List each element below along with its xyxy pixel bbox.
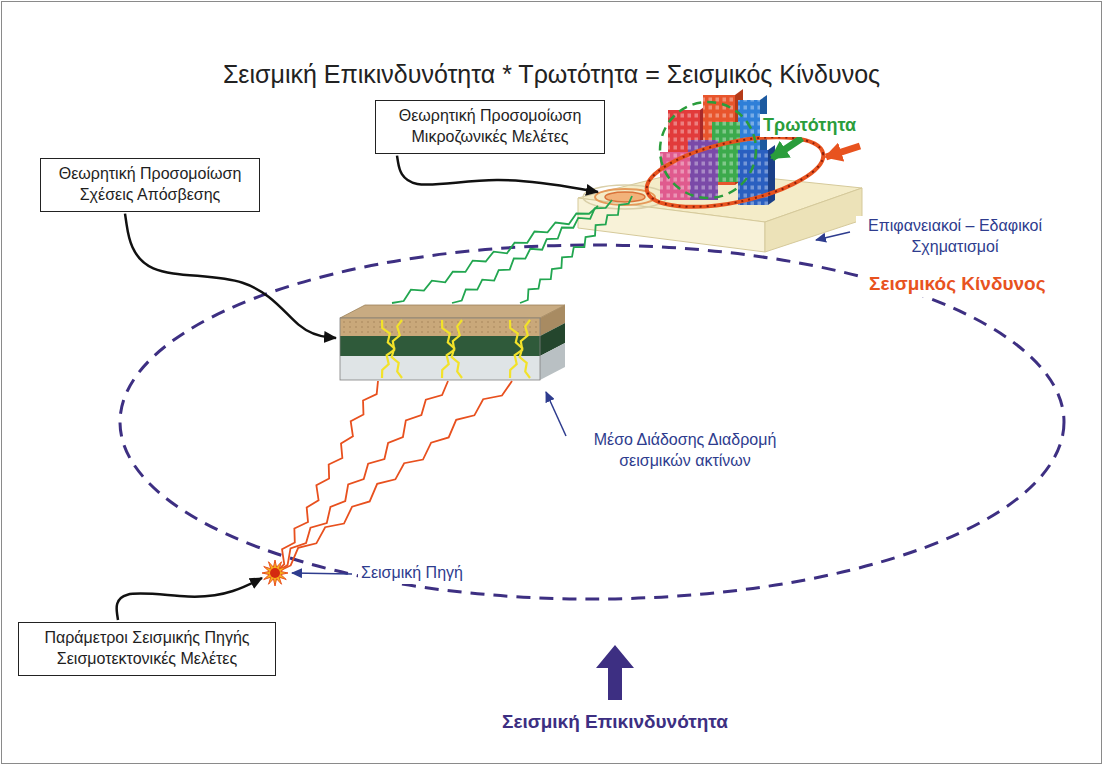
method-box: Θεωρητική Προσομοίωση Σχέσεις Απόσβεσης	[40, 158, 260, 212]
title: Σεισμική Επικινδυνότητα * Τρωτότητα = Σε…	[0, 60, 1103, 89]
risk-ring-dots	[641, 124, 830, 220]
source-core	[270, 568, 280, 578]
ray-crossings	[382, 320, 530, 378]
source-burst	[262, 560, 288, 586]
medium-label: Μέσο Διάδοσης Διαδρομή σεισμικών ακτίνων	[570, 430, 800, 472]
vulnerability-arrow	[772, 138, 802, 158]
leaders	[117, 156, 598, 620]
ray-crossing	[382, 320, 402, 378]
seismic-ray	[392, 206, 598, 303]
method-box: Θεωρητική Προσομοίωση Μικροζωνικές Μελέτ…	[375, 100, 605, 154]
seismic-ray	[452, 200, 612, 303]
soil-pointer	[816, 232, 850, 240]
leader-line	[397, 156, 598, 192]
medium-pointer	[546, 392, 566, 436]
vulnerability-label: Τρωτότητα	[760, 114, 859, 137]
ray-crossing	[442, 320, 462, 378]
hazard-region	[120, 245, 1064, 599]
method-box: Παράμετροι Σεισμικής Πηγής Σεισμοτεκτονι…	[18, 622, 276, 676]
leader-line	[117, 578, 262, 620]
box-text: Θεωρητική Προσομοίωση Σχέσεις Απόσβεσης	[49, 164, 251, 206]
ray-crossing	[510, 320, 530, 378]
source-rays	[275, 381, 512, 573]
vulnerability-circle	[660, 102, 756, 198]
risk-label: Σεισμικός Κίνδυνος	[866, 272, 1049, 297]
seismic-ray	[275, 381, 378, 573]
hazard-label: Σεισμική Επικινδυνότητα	[499, 710, 731, 735]
seismic-source	[262, 560, 288, 586]
source-pointer	[292, 573, 352, 574]
risk-ring	[641, 124, 830, 220]
risk-arrow	[826, 146, 860, 157]
seismic-ray	[275, 381, 512, 573]
hazard-arrow	[596, 645, 634, 700]
ray-crossing	[510, 320, 530, 378]
soil-label: Επιφανειακοί – Εδαφικοί Σχηματισμοί	[856, 216, 1054, 258]
ray-crossing	[382, 320, 402, 378]
box-text: Παράμετροι Σεισμικής Πηγής Σεισμοτεκτονι…	[27, 628, 267, 670]
propagation-block	[340, 305, 565, 380]
leader-line	[125, 214, 336, 338]
box-text: Θεωρητική Προσομοίωση Μικροζωνικές Μελέτ…	[384, 106, 596, 148]
ray-crossing	[442, 320, 462, 378]
source-label: Σεισμική Πηγή	[358, 563, 466, 584]
surface-rays	[392, 196, 632, 303]
seismic-ray	[520, 196, 632, 303]
seismic-ray	[275, 381, 448, 573]
